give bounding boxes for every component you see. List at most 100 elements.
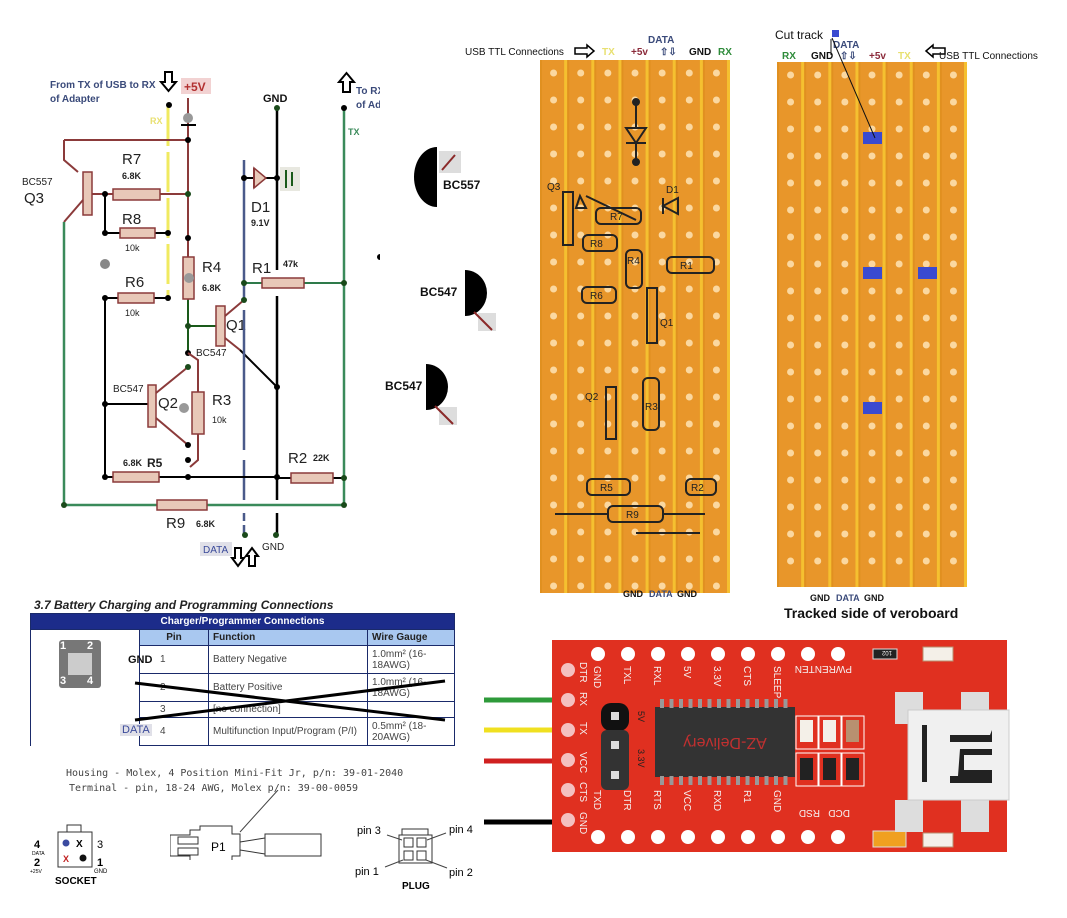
- r7-name: R7: [122, 151, 141, 168]
- cut-marks: [863, 132, 937, 414]
- q1-outline: [646, 287, 658, 344]
- terminal-note: Terminal - pin, 18-24 AWG, Molex p/n: 39…: [69, 783, 358, 794]
- track-side-column-label: RX: [782, 51, 796, 62]
- hole: [712, 285, 720, 293]
- hole: [868, 71, 876, 79]
- hole: [550, 123, 558, 131]
- svg-text:DATA: DATA: [32, 851, 45, 857]
- bottom-pin-label: R1: [741, 790, 752, 803]
- hole: [787, 98, 795, 106]
- hole: [658, 393, 666, 401]
- hole: [814, 71, 822, 79]
- hole: [841, 233, 849, 241]
- hole: [814, 179, 822, 187]
- hole: [868, 287, 876, 295]
- hole: [841, 314, 849, 322]
- track-side-column-label: GND: [811, 51, 833, 62]
- hole: [895, 368, 903, 376]
- hole: [787, 179, 795, 187]
- r8-name: R8: [122, 211, 141, 228]
- track-footer-gnd-1: GND: [810, 593, 831, 603]
- r1-outline: [666, 256, 715, 274]
- hole: [550, 96, 558, 104]
- pin-hole: [621, 647, 635, 661]
- r5-outline: [586, 478, 631, 496]
- top-pin-label: 3.3V: [711, 666, 722, 687]
- plug-diagram: pin 3 pin 4 pin 1 pin 2 PLUG: [355, 824, 473, 892]
- hole: [685, 204, 693, 212]
- hole: [658, 474, 666, 482]
- hole: [787, 395, 795, 403]
- hole: [814, 152, 822, 160]
- track-side-column-label: TX: [898, 51, 911, 62]
- hole: [685, 177, 693, 185]
- hole: [922, 179, 930, 187]
- bc547-package-b: [426, 364, 448, 410]
- hole: [814, 449, 822, 457]
- hole: [712, 528, 720, 536]
- q1-transistor: [215, 305, 226, 347]
- r1-resistor: [261, 277, 305, 289]
- hole: [604, 96, 612, 104]
- copper-track: [542, 60, 565, 593]
- hole: [841, 395, 849, 403]
- hole: [577, 339, 585, 347]
- r1-value: 47k: [283, 259, 299, 269]
- hole: [841, 98, 849, 106]
- r6-outline: [581, 286, 617, 304]
- hole: [712, 204, 720, 212]
- r6-board-label: R6: [590, 291, 603, 302]
- hole: [658, 339, 666, 347]
- from-tx-label-2: of Adapter: [50, 94, 100, 105]
- hole: [787, 449, 795, 457]
- pin-hole: [621, 830, 635, 844]
- hole: [895, 260, 903, 268]
- pin-hole: [711, 647, 725, 661]
- top-pin-label: GND: [591, 666, 602, 688]
- hole: [550, 231, 558, 239]
- hole: [814, 557, 822, 565]
- q1-board-label: Q1: [660, 318, 674, 329]
- hole: [577, 555, 585, 563]
- hole: [841, 476, 849, 484]
- hole: [868, 503, 876, 511]
- hole: [841, 557, 849, 565]
- hole: [787, 125, 795, 133]
- footer-gnd-2: GND: [677, 589, 698, 599]
- hole: [895, 287, 903, 295]
- hole: [949, 125, 957, 133]
- hole: [712, 447, 720, 455]
- hole: [550, 582, 558, 590]
- p1-connector-diagram: P1: [170, 790, 322, 860]
- hole: [712, 177, 720, 185]
- hole: [604, 177, 612, 185]
- svg-text:pin 1: pin 1: [355, 866, 379, 878]
- track-footer-data: DATA: [836, 593, 860, 603]
- component-side-column-label: RX: [718, 47, 732, 58]
- hole: [712, 231, 720, 239]
- hole: [787, 557, 795, 565]
- hole: [868, 449, 876, 457]
- col-function: Function: [208, 629, 368, 646]
- hole: [868, 98, 876, 106]
- gnd-bottom-label: GND: [262, 542, 284, 553]
- data-bidirectional-arrow-icon: [230, 546, 260, 568]
- hole: [712, 393, 720, 401]
- copper-track: [569, 60, 592, 593]
- r2-resistor: [290, 472, 334, 484]
- hole: [550, 339, 558, 347]
- jumper-5v-label: 5V: [636, 711, 646, 722]
- hole: [895, 503, 903, 511]
- col-gauge: Wire Gauge: [367, 629, 455, 646]
- hole: [949, 179, 957, 187]
- copper-track: [941, 62, 964, 587]
- r1-board-label: R1: [680, 261, 693, 272]
- r8-resistor: [119, 227, 156, 239]
- hole: [604, 123, 612, 131]
- hole: [922, 476, 930, 484]
- hole: [949, 314, 957, 322]
- bc547-package-a: [465, 270, 487, 316]
